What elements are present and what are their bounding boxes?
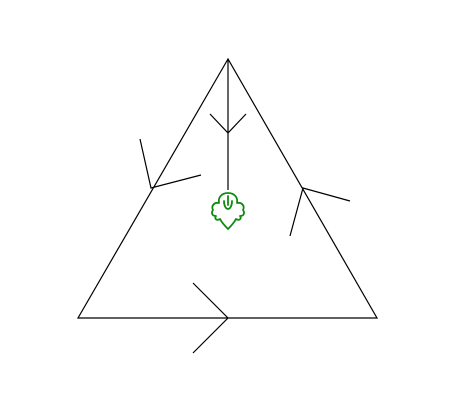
frog-icon [211,192,245,230]
vertical-arrowhead [209,113,247,134]
bottom-edge-arrowhead [192,282,229,354]
left-edge-arrowhead [139,138,202,189]
right-edge-arrowhead [289,187,351,237]
